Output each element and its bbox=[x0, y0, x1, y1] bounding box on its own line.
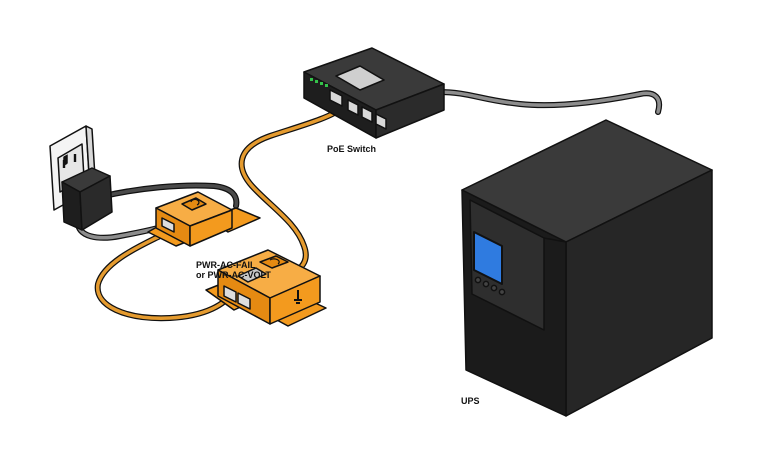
ups-device bbox=[461, 119, 713, 417]
status-led bbox=[310, 78, 328, 87]
sensor-label-line-1: PWR-AC-FAIL bbox=[196, 260, 256, 270]
wall-adapter bbox=[61, 167, 113, 231]
poe-switch-device bbox=[303, 47, 445, 139]
power-sensor-device bbox=[205, 249, 327, 327]
ups-label: UPS bbox=[461, 396, 480, 406]
power-sensor-device bbox=[147, 191, 261, 247]
poe-switch-label: PoE Switch bbox=[327, 144, 377, 154]
sensor-label-line-2: or PWR-AC-VOLT bbox=[196, 270, 271, 280]
